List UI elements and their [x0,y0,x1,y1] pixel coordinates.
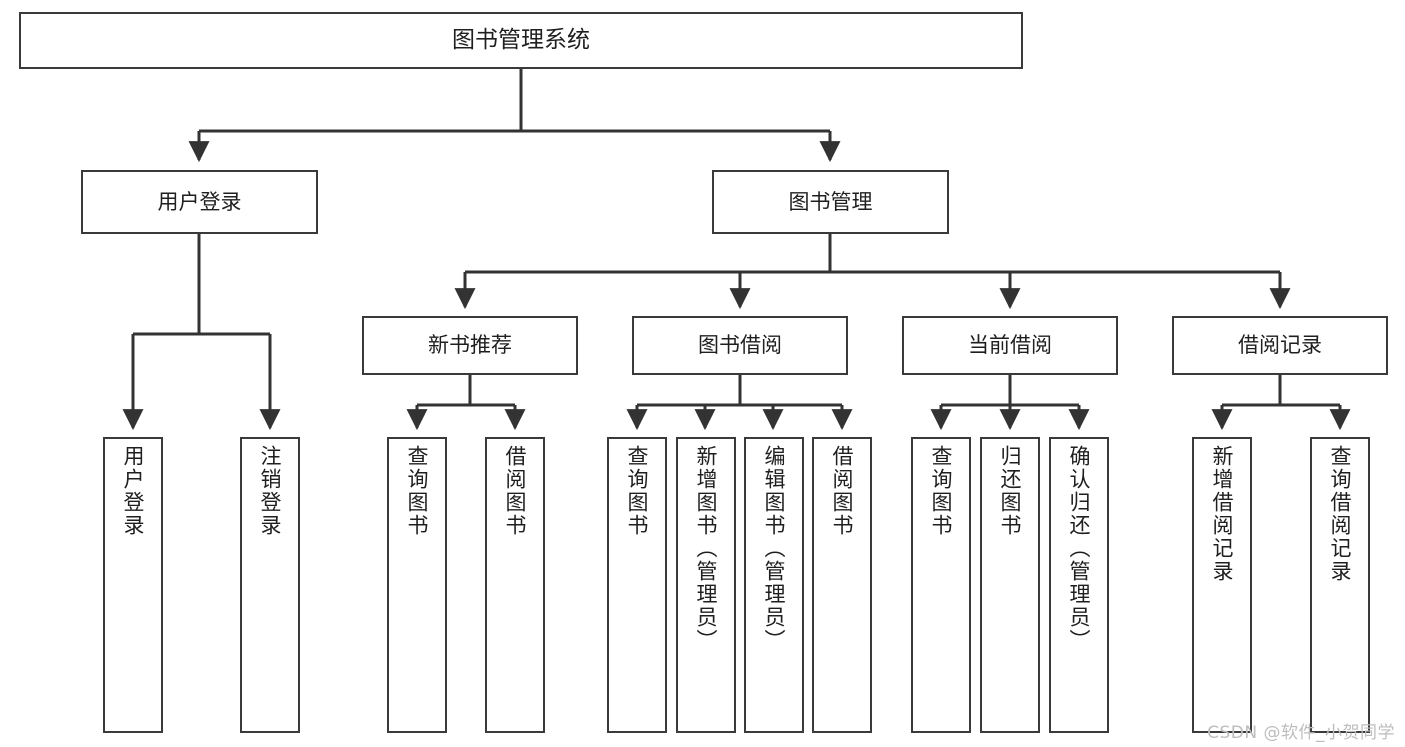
node-label: 查询图书 [625,445,650,537]
leaf-query-borrow-record[interactable]: 查询借阅记录 [1310,437,1370,733]
node-label: 确认归还（管理员） [1067,445,1092,652]
node-label: 借阅图书 [503,445,528,537]
node-label: 查询借阅记录 [1328,445,1353,583]
node-label: 新书推荐 [428,333,512,358]
node-label: 归还图书 [998,445,1023,537]
leaf-add-borrow-record[interactable]: 新增借阅记录 [1192,437,1252,733]
watermark-text: CSDN @软件_小贺同学 [1207,723,1395,743]
leaf-return-book[interactable]: 归还图书 [980,437,1040,733]
leaf-borrow-book[interactable]: 借阅图书 [812,437,872,733]
leaf-logout[interactable]: 注销登录 [240,437,300,733]
leaf-add-book-admin[interactable]: 新增图书（管理员） [676,437,736,733]
node-label: 新增借阅记录 [1210,445,1235,583]
node-borrow-record[interactable]: 借阅记录 [1172,316,1388,375]
node-label: 借阅记录 [1238,333,1322,358]
node-label: 借阅图书 [830,445,855,537]
leaf-edit-book-admin[interactable]: 编辑图书（管理员） [744,437,804,733]
leaf-query-book-current[interactable]: 查询图书 [911,437,971,733]
node-current-borrow[interactable]: 当前借阅 [902,316,1118,375]
node-label: 查询图书 [929,445,954,537]
leaf-confirm-return-admin[interactable]: 确认归还（管理员） [1049,437,1109,733]
node-label: 新增图书（管理员） [694,445,719,652]
node-label: 用户登录 [121,445,146,537]
node-root-system[interactable]: 图书管理系统 [19,12,1023,69]
node-book-borrow[interactable]: 图书借阅 [632,316,848,375]
node-label: 用户登录 [157,189,242,214]
node-label: 图书管理系统 [452,26,590,53]
node-label: 当前借阅 [968,333,1052,358]
node-new-book-recommend[interactable]: 新书推荐 [362,316,578,375]
node-book-management[interactable]: 图书管理 [712,170,949,234]
leaf-borrow-book-recommend[interactable]: 借阅图书 [485,437,545,733]
leaf-query-book-borrow[interactable]: 查询图书 [607,437,667,733]
node-label: 注销登录 [258,445,283,537]
leaf-query-book-recommend[interactable]: 查询图书 [387,437,447,733]
leaf-user-login[interactable]: 用户登录 [103,437,163,733]
node-label: 查询图书 [405,445,430,537]
node-user-login[interactable]: 用户登录 [81,170,318,234]
node-label: 图书管理 [788,189,873,214]
node-label: 图书借阅 [698,333,782,358]
node-label: 编辑图书（管理员） [762,445,787,652]
